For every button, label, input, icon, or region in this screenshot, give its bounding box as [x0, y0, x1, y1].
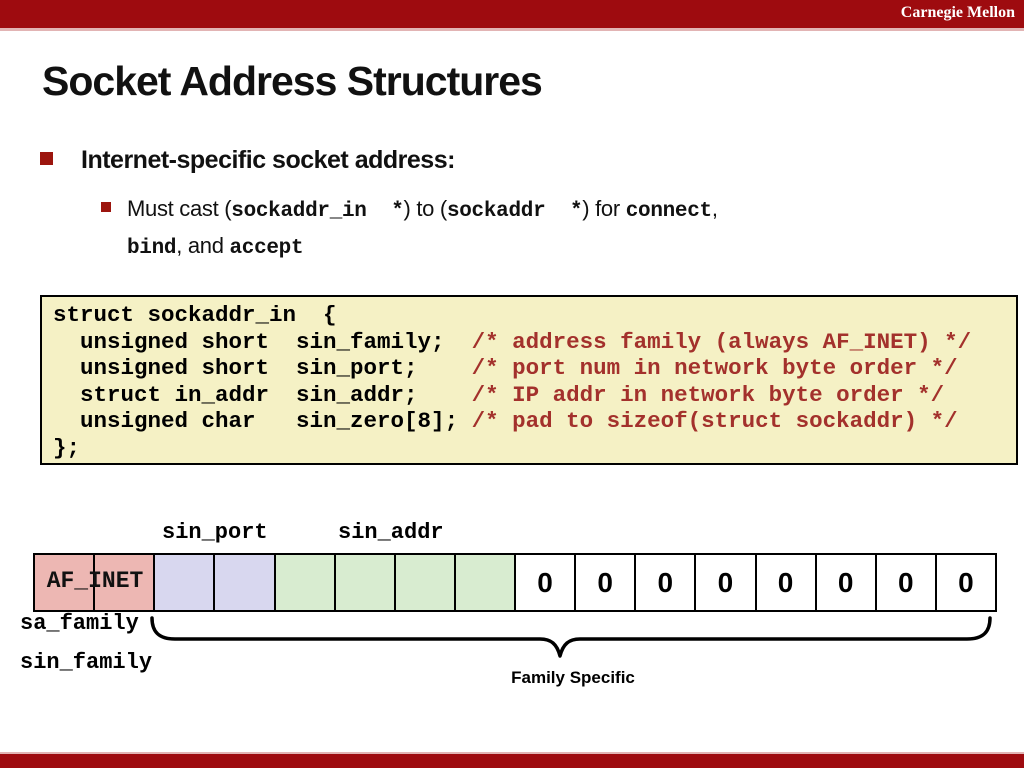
code-comment: /* IP addr in network byte order */ — [471, 381, 945, 408]
code-comment: /* address family (always AF_INET) */ — [471, 328, 972, 355]
bullet-internet-specific: Internet-specific socket address: — [40, 146, 980, 175]
text-segment: Must cast ( — [127, 196, 232, 221]
code-segment-sockaddr: sockaddr * — [446, 200, 583, 223]
memory-cell-port — [155, 555, 216, 610]
sub-bullet-must-cast: Must cast (sockaddr_in *) to (sockaddr *… — [101, 192, 981, 266]
memory-cell-addr — [335, 555, 396, 610]
code-segment-connect: connect — [625, 200, 712, 223]
page-title: Socket Address Structures — [42, 58, 543, 104]
memory-cell-zero: 0 — [636, 555, 697, 610]
memory-cell-addr — [395, 555, 456, 610]
code-text: struct sockaddr_in { — [53, 302, 337, 328]
code-text: unsigned char sin_zero[8]; — [53, 408, 472, 434]
struct-code-block: struct sockaddr_in { unsigned short sin_… — [40, 295, 1018, 465]
code-text: }; — [53, 434, 81, 461]
code-text: unsigned short sin_port; — [53, 355, 472, 381]
text-segment: ) to ( — [403, 196, 448, 221]
code-line: struct sockaddr_in { — [53, 302, 1016, 329]
memory-cell-zero: 0 — [756, 555, 817, 610]
field-label-sin-addr: sin_addr — [338, 520, 444, 545]
text-segment: , — [711, 196, 718, 221]
code-comment: /* pad to sizeof(struct sockaddr) */ — [471, 408, 958, 434]
text-segment: , and — [176, 233, 230, 258]
label-sin-family: sin_family — [20, 650, 153, 675]
memory-cell-zero: 0 — [696, 555, 757, 610]
top-bar: Carnegie Mellon — [0, 0, 1024, 31]
code-segment-bind: bind — [127, 237, 177, 260]
code-comment: /* port num in network byte order */ — [471, 355, 958, 381]
brand-logo: Carnegie Mellon — [900, 4, 1015, 21]
code-line: unsigned short sin_family; /* address fa… — [53, 329, 1016, 356]
code-segment-accept: accept — [229, 237, 304, 260]
bullet-square-icon — [40, 152, 53, 165]
sub-bullet-square-icon — [101, 202, 111, 212]
memory-cell-addr — [455, 555, 516, 610]
brace-icon — [150, 616, 992, 658]
brace-label-family-specific: Family Specific — [511, 668, 635, 687]
memory-cell-family — [95, 555, 156, 610]
bottom-bar — [0, 752, 1024, 768]
memory-cell-port — [215, 555, 276, 610]
sub-bullet-line2: bind, and accept — [101, 229, 981, 266]
code-line: unsigned short sin_port; /* port num in … — [53, 355, 1016, 382]
memory-cell-zero: 0 — [516, 555, 577, 610]
text-segment: ) for — [582, 196, 626, 221]
code-text: unsigned short sin_family; — [53, 328, 472, 355]
memory-cell-addr — [275, 555, 336, 610]
code-segment-sockaddr-in: sockaddr_in * — [231, 200, 404, 223]
memory-cell-zero: 0 — [576, 555, 637, 610]
code-line: struct in_addr sin_addr; /* IP addr in n… — [53, 382, 1016, 409]
memory-cell-family — [35, 555, 96, 610]
code-line: }; — [53, 435, 1016, 462]
field-label-sin-port: sin_port — [162, 520, 268, 545]
memory-cell-zero: 0 — [876, 555, 937, 610]
label-sa-family: sa_family — [20, 611, 139, 636]
code-line: unsigned char sin_zero[8]; /* pad to siz… — [53, 408, 1016, 435]
bullet-label: Internet-specific socket address: — [81, 146, 455, 174]
code-text: struct in_addr sin_addr; — [53, 381, 472, 408]
sub-bullet-line1: Must cast (sockaddr_in *) to (sockaddr *… — [101, 192, 981, 229]
memory-cell-zero: 0 — [816, 555, 877, 610]
memory-cell-zero: 0 — [936, 555, 995, 610]
